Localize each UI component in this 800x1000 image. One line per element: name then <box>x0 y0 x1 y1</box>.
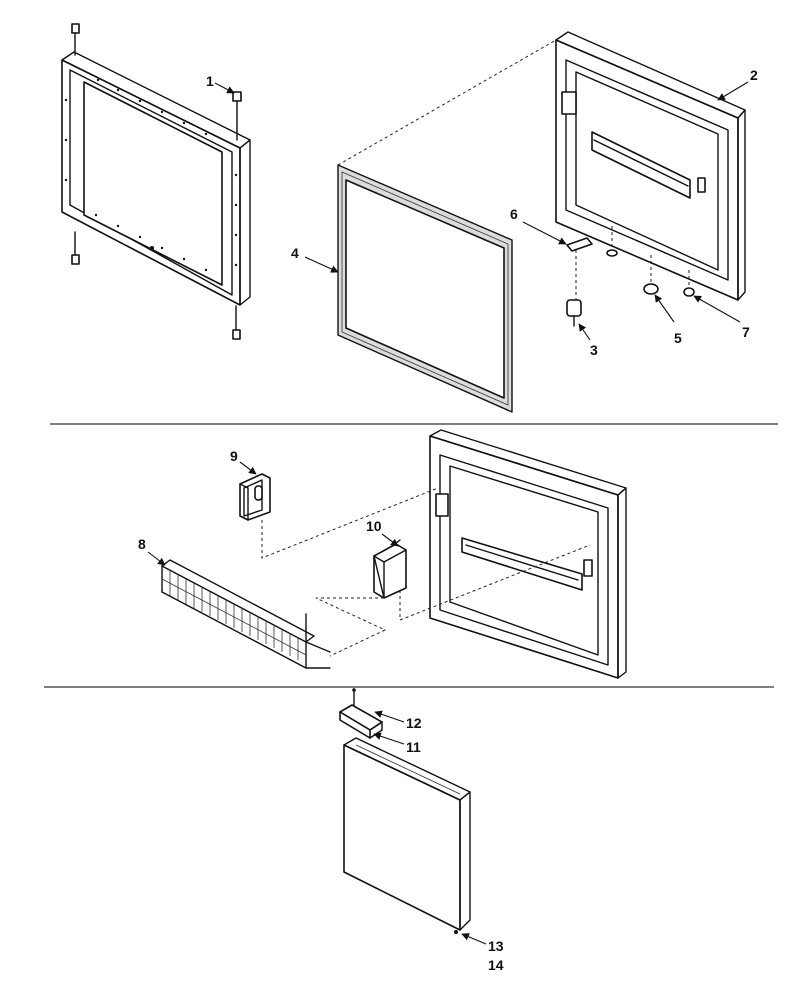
screw-top-left <box>71 23 80 34</box>
callout-13: 13 <box>488 938 504 954</box>
door-hardware-parts <box>566 237 695 327</box>
shelf-bracket-10-part <box>373 539 407 599</box>
door-gasket-part <box>337 164 513 413</box>
freezer-door-panel-part <box>429 429 627 679</box>
door-stop-5 <box>643 283 659 295</box>
callouts-section-1: 1 2 3 4 5 6 7 <box>206 67 758 358</box>
callout-3: 3 <box>590 342 598 358</box>
screw-1 <box>232 91 242 102</box>
alignment-lines-section-2 <box>261 487 591 657</box>
frame-rivets <box>64 78 238 272</box>
screw-bottom-right <box>232 329 241 340</box>
door-clip <box>697 177 706 193</box>
plug-7 <box>683 287 695 297</box>
shelf-bracket-9-part <box>239 473 271 521</box>
callout-4: 4 <box>291 245 299 261</box>
callout-5: 5 <box>674 330 682 346</box>
hinge-bracket-6 <box>566 237 593 252</box>
screw-bottom-left <box>71 254 80 265</box>
callout-12: 12 <box>406 715 422 731</box>
callout-2: 2 <box>750 67 758 83</box>
wire-basket-8-part <box>161 559 331 669</box>
callout-8: 8 <box>138 536 146 552</box>
drawer-front-part <box>343 737 471 934</box>
callouts-section-2: 9 8 10 <box>138 448 399 566</box>
section-drawer-front-assembly: 12 11 13 14 <box>339 688 504 973</box>
callout-10: 10 <box>366 518 382 534</box>
door-panel-part <box>555 31 746 301</box>
handle-11-part <box>339 688 383 739</box>
callout-11: 11 <box>406 739 421 755</box>
door-hinge-bracket <box>561 91 577 115</box>
callout-14: 14 <box>488 957 504 973</box>
door-clip-2 <box>583 559 593 577</box>
callout-6: 6 <box>510 206 518 222</box>
alignment-lines-section-1 <box>337 39 690 300</box>
callout-1: 1 <box>206 73 214 89</box>
screw-13 <box>454 930 458 934</box>
callout-7: 7 <box>742 324 750 340</box>
callouts-section-3: 12 11 13 14 <box>373 710 504 973</box>
door-frame-part <box>61 23 251 340</box>
washer <box>606 249 618 257</box>
section-door-interior-assembly: 9 8 10 <box>138 429 627 679</box>
door-bracket <box>435 493 449 517</box>
hinge-pin-3 <box>566 299 582 317</box>
callout-9: 9 <box>230 448 238 464</box>
section-upper-door-assembly: 1 2 3 4 5 6 7 <box>61 23 758 413</box>
